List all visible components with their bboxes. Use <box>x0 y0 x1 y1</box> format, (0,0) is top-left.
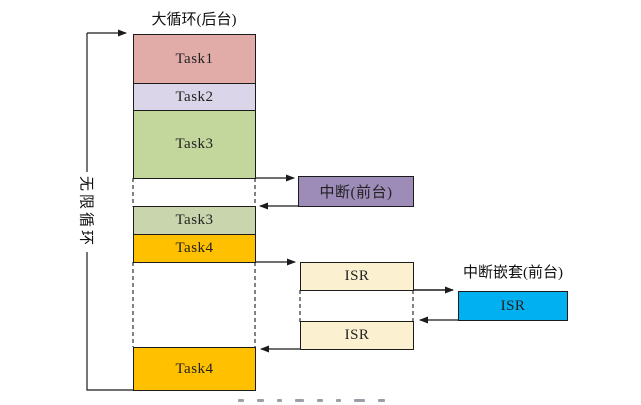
task4-resume-block: Task4 <box>133 347 256 391</box>
interrupt-block: 中断(前台) <box>298 176 414 207</box>
background-loop-title: 大循环(后台) <box>151 12 237 28</box>
nested-isr-block: ISR <box>458 291 568 321</box>
task4-block: Task4 <box>133 234 256 263</box>
task3-block: Task3 <box>133 110 256 179</box>
task3-resume-block: Task3 <box>133 206 256 235</box>
isr-first-block: ISR <box>300 262 414 291</box>
cropped-caption-marks <box>238 399 438 405</box>
task2-block: Task2 <box>133 83 256 111</box>
nested-interrupt-title: 中断嵌套(前台) <box>463 265 563 281</box>
loop-rail-line <box>86 33 133 391</box>
infinite-loop-label: 无限循环 <box>76 171 98 253</box>
isr-second-block: ISR <box>300 321 414 350</box>
task1-block: Task1 <box>133 34 256 84</box>
